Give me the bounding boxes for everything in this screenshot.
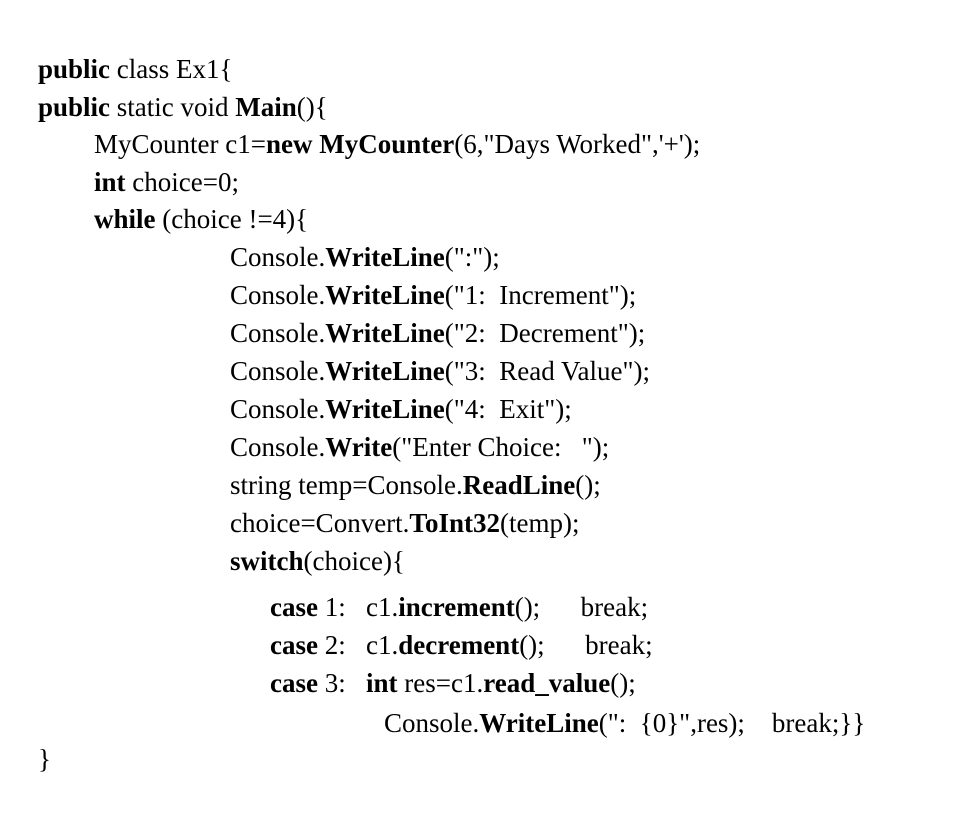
keyword-case: case [270, 592, 318, 622]
code-line-10: Console.WriteLine("4: Exit"); [203, 354, 572, 424]
method-name-writeline: WriteLine [325, 394, 445, 424]
code-line-7: Console.WriteLine("1: Increment"); [203, 240, 636, 310]
keyword-public: public [38, 54, 111, 84]
code-text: Console. [384, 708, 480, 738]
method-name-writeline: WriteLine [325, 356, 445, 386]
code-line-2: public static void Main(){ [11, 52, 328, 122]
code-line-19: } [11, 704, 51, 774]
code-line-13: choice=Convert.ToInt32(temp); [203, 468, 579, 538]
code-line-15: case 1: c1.increment(); break; [243, 552, 648, 622]
code-text: ("1: Increment"); [444, 280, 637, 310]
method-name-decrement: decrement [398, 630, 520, 660]
code-line-4: int choice=0; [67, 127, 239, 197]
code-text: (6,"Days Worked",'+'); [454, 129, 701, 159]
keyword-new: new [265, 129, 313, 159]
method-name-writeline: WriteLine [479, 708, 599, 738]
keyword-public: public [38, 92, 111, 122]
code-text: ("4: Exit"); [444, 394, 572, 424]
code-text: (":"); [444, 242, 500, 272]
code-line-16: case 2: c1.decrement(); break; [243, 590, 653, 660]
code-line-1: public class Ex1{ [11, 14, 232, 84]
method-name-writeline: WriteLine [325, 280, 445, 310]
code-line-3: MyCounter c1=new MyCounter(6,"Days Worke… [67, 89, 700, 159]
code-text: Console. [230, 432, 326, 462]
code-line-14: switch(choice){ [203, 506, 405, 576]
code-text: choice=Convert. [230, 508, 410, 538]
method-name-toint32: ToInt32 [409, 508, 500, 538]
code-text: class Ex1{ [110, 54, 233, 84]
code-text: 1: c1. [317, 592, 399, 622]
method-name-writeline: WriteLine [325, 242, 445, 272]
keyword-case: case [270, 630, 318, 660]
keyword-switch: switch [230, 546, 304, 576]
code-line-18: Console.WriteLine(": {0}",res); break;}} [357, 668, 865, 738]
code-text: res=c1. [397, 668, 484, 698]
code-line-11: Console.Write("Enter Choice: "); [203, 392, 609, 462]
code-text: string temp=Console. [230, 470, 463, 500]
code-line-8: Console.WriteLine("2: Decrement"); [203, 278, 645, 348]
code-text: static void [110, 92, 236, 122]
method-name-increment: increment [398, 592, 515, 622]
code-text: Console. [230, 356, 326, 386]
code-text: (temp); [499, 508, 580, 538]
code-line-12: string temp=Console.ReadLine(); [203, 430, 601, 500]
code-text: 3: [317, 668, 366, 698]
code-text: ("Enter Choice: "); [392, 432, 610, 462]
code-text: Console. [230, 318, 326, 348]
method-name-write: Write [325, 432, 393, 462]
code-text: (choice){ [303, 546, 405, 576]
constructor-name: MyCounter [319, 129, 455, 159]
code-text: (": {0}",res); break;}} [598, 708, 866, 738]
closing-brace: } [38, 744, 51, 774]
code-text: (); [610, 668, 636, 698]
method-name-main: Main [235, 92, 297, 122]
method-name-writeline: WriteLine [325, 318, 445, 348]
code-text: (); break; [514, 592, 649, 622]
method-name-read-value: read_value [483, 668, 611, 698]
code-text: (choice !=4){ [155, 204, 309, 234]
code-text: ("2: Decrement"); [444, 318, 646, 348]
code-text: (); break; [519, 630, 653, 660]
code-text: 2: c1. [317, 630, 399, 660]
code-text: choice=0; [125, 167, 239, 197]
keyword-int: int [94, 167, 126, 197]
keyword-while: while [94, 204, 156, 234]
keyword-int: int [366, 668, 398, 698]
code-text: Console. [230, 242, 326, 272]
code-line-6: Console.WriteLine(":"); [203, 202, 500, 272]
code-text: ("3: Read Value"); [444, 356, 650, 386]
code-text: (); [575, 470, 601, 500]
keyword-case: case [270, 668, 318, 698]
code-line-5: while (choice !=4){ [67, 164, 308, 234]
method-name-readline: ReadLine [462, 470, 576, 500]
code-text: Console. [230, 280, 326, 310]
code-line-9: Console.WriteLine("3: Read Value"); [203, 316, 650, 386]
code-text: Console. [230, 394, 326, 424]
code-line-17: case 3: int res=c1.read_value(); [243, 628, 636, 698]
code-text: (){ [296, 92, 328, 122]
code-slide: public class Ex1{ public static void Mai… [11, 14, 866, 774]
code-text: MyCounter c1= [94, 129, 266, 159]
